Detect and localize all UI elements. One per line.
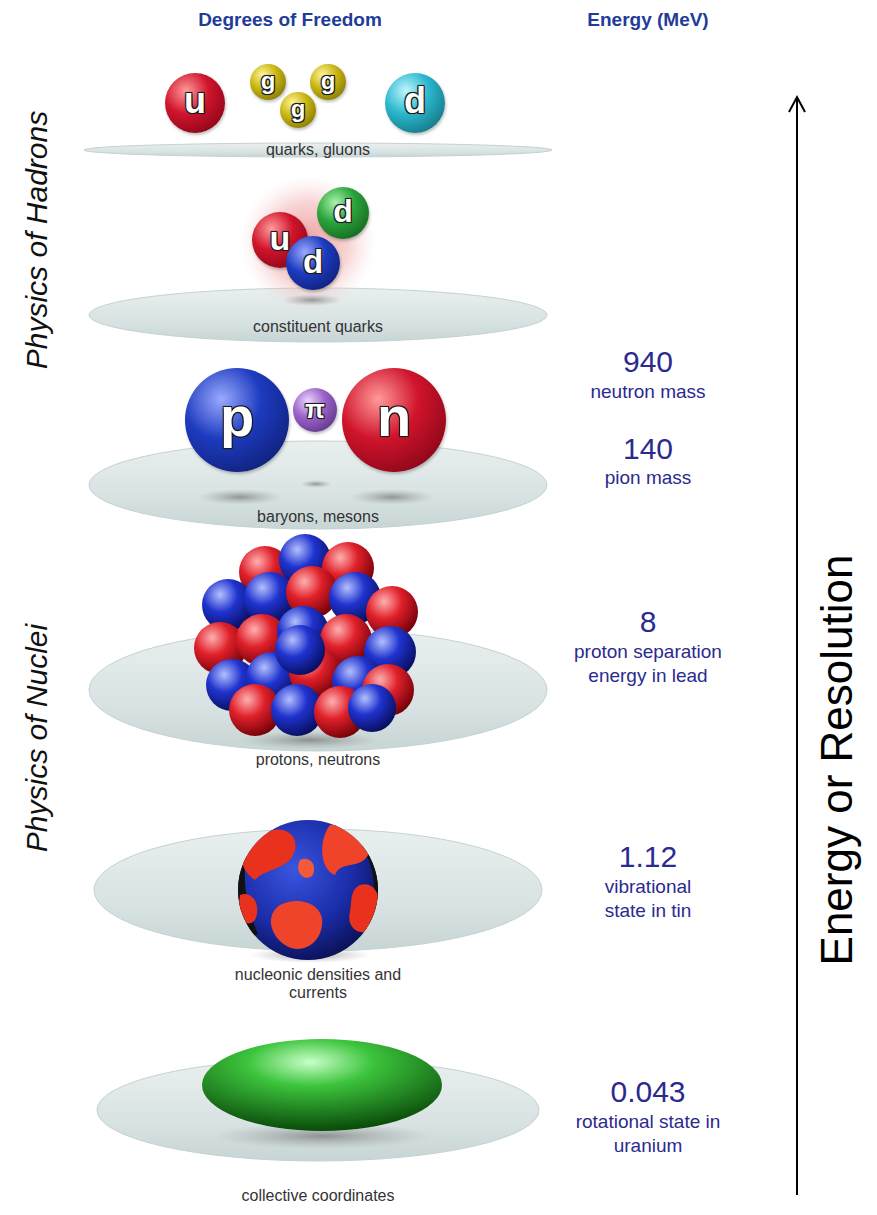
energy-value: 8 xyxy=(548,605,748,639)
layer-caption: baryons, mesons xyxy=(168,508,468,526)
particle-letter: u xyxy=(184,83,206,119)
column-header: Degrees of Freedom xyxy=(140,8,440,32)
energy-value: 1.12 xyxy=(548,840,748,874)
shadow xyxy=(198,489,282,505)
particle-letter: g xyxy=(291,97,306,121)
platform: quarks, gluons xyxy=(83,138,553,166)
particle-sphere: d xyxy=(317,187,369,239)
particle-letter: π xyxy=(305,396,325,422)
shadow xyxy=(282,294,342,306)
deformed-nucleus xyxy=(202,1039,442,1149)
column-header: Energy (MeV) xyxy=(548,8,748,32)
label-text: 8 xyxy=(548,605,748,639)
particle-sphere: d xyxy=(385,73,445,133)
particle-sphere: g xyxy=(310,64,346,100)
energy-value: 0.043 xyxy=(548,1075,748,1109)
layer-caption: collective coordinates xyxy=(168,1187,468,1205)
particle-letter: n xyxy=(377,389,411,445)
particle-sphere: u xyxy=(165,73,225,133)
particle-sphere: d xyxy=(286,236,340,290)
quark-glow xyxy=(240,175,376,311)
side-label-text: Physics of Hadrons xyxy=(19,111,55,370)
nucleus xyxy=(194,534,418,749)
energy-value: 940 xyxy=(548,345,748,379)
energy-value: vibrational state in tin xyxy=(588,875,708,923)
label-text: 140 xyxy=(548,432,748,466)
label-text: rotational state in uranium xyxy=(573,1110,723,1158)
side-label-text: Physics of Nuclei xyxy=(19,624,55,853)
layer-caption: protons, neutrons xyxy=(168,751,468,769)
label-text: 1.12 xyxy=(548,840,748,874)
layer-caption: nucleonic densities and currents xyxy=(228,966,408,1002)
layer-caption: quarks, gluons xyxy=(168,141,468,159)
label-text: Degrees of Freedom xyxy=(140,8,440,32)
label-text: pion mass xyxy=(548,466,748,490)
layer-caption: constituent quarks xyxy=(168,318,468,336)
side-label: Physics of Hadrons xyxy=(19,111,55,370)
label-text: Energy (MeV) xyxy=(548,8,748,32)
particle-sphere: p xyxy=(185,368,289,472)
energy-value: rotational state in uranium xyxy=(573,1110,723,1158)
energy-value: pion mass xyxy=(548,466,748,490)
particle-letter: g xyxy=(321,69,336,93)
particle-letter: u xyxy=(270,221,291,255)
shadow xyxy=(350,489,434,505)
particle-sphere: g xyxy=(250,64,286,100)
energy-arrow xyxy=(789,97,805,1195)
particle-letter: d xyxy=(303,245,323,278)
particle-letter: d xyxy=(404,83,426,119)
shadow xyxy=(300,480,332,488)
label-text: 0.043 xyxy=(548,1075,748,1109)
side-label: Energy or Resolution xyxy=(811,555,863,966)
energy-value: neutron mass xyxy=(548,380,748,404)
particle-letter: p xyxy=(220,389,254,445)
particle-sphere: π xyxy=(293,388,337,432)
particle-letter: d xyxy=(333,195,353,227)
side-label: Physics of Nuclei xyxy=(19,624,55,853)
density-blob xyxy=(231,820,387,963)
label-text: vibrational state in tin xyxy=(588,875,708,923)
particle-sphere: g xyxy=(280,92,316,128)
energy-value: 140 xyxy=(548,432,748,466)
side-label-text: Energy or Resolution xyxy=(811,555,863,966)
label-text: 940 xyxy=(548,345,748,379)
particle-letter: g xyxy=(261,69,276,93)
label-text: neutron mass xyxy=(548,380,748,404)
energy-value: proton separation energy in lead xyxy=(563,640,733,688)
label-text: proton separation energy in lead xyxy=(563,640,733,688)
particle-sphere: n xyxy=(342,368,446,472)
